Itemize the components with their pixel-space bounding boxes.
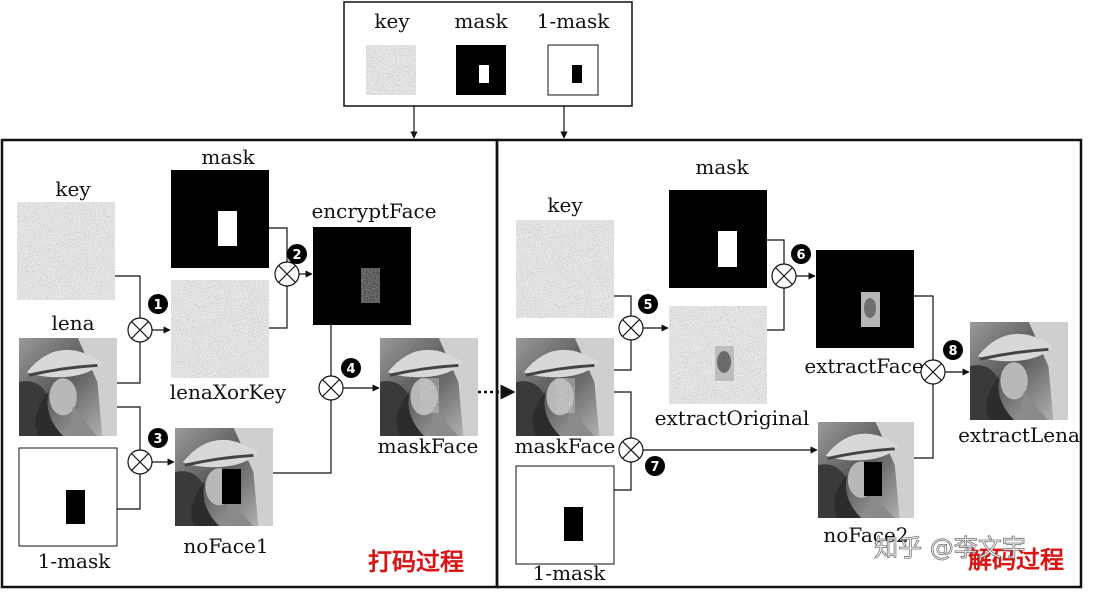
- encode-mask-label: mask: [201, 145, 255, 169]
- step-4-badge: 4: [341, 358, 361, 378]
- encode-key-image: [17, 202, 115, 300]
- legend-mask-label: mask: [454, 9, 508, 33]
- legend-inv-mask-label: 1-mask: [537, 9, 611, 33]
- step-7-badge: 7: [645, 456, 665, 476]
- decode-mask-face-label: maskFace: [515, 434, 616, 458]
- svg-text:4: 4: [346, 362, 355, 377]
- svg-text:8: 8: [948, 344, 957, 359]
- step-6-badge: 6: [791, 244, 811, 264]
- legend-key-label: key: [374, 9, 410, 33]
- step-5-badge: 5: [638, 294, 658, 314]
- step-3-badge: 3: [148, 428, 168, 448]
- decode-key-label: key: [547, 193, 583, 217]
- step-2-badge: 2: [287, 244, 307, 264]
- svg-text:2: 2: [292, 248, 301, 263]
- decode-extract-lena-label: extractLena: [958, 423, 1080, 447]
- legend-box: key mask 1-mask: [343, 1, 633, 107]
- decode-extract-original-label: extractOriginal: [655, 406, 810, 430]
- encode-noface1-label: noFace1: [183, 534, 268, 558]
- decode-extract-lena-image: [970, 322, 1068, 420]
- encode-title: 打码过程: [368, 548, 464, 576]
- encode-lena-label: lena: [51, 311, 94, 335]
- decode-inv-mask-label: 1-mask: [533, 561, 607, 585]
- decode-noface2-label: noFace2: [823, 523, 908, 547]
- decode-mask-label: mask: [695, 155, 749, 179]
- encode-key-label: key: [55, 177, 91, 201]
- decode-title: 解码过程: [968, 546, 1064, 574]
- svg-text:1: 1: [153, 298, 162, 313]
- encode-panel: key lena 1-mask mask lenaXorKey encryptF…: [0, 138, 499, 589]
- encode-lena-xor-key-image: [171, 280, 269, 378]
- step-8-badge: 8: [943, 340, 963, 360]
- watermark: 知乎 @李文宇: [874, 534, 1026, 562]
- decode-extract-face-label: extractFace: [804, 354, 923, 378]
- svg-text:6: 6: [796, 248, 805, 263]
- encode-lena-xor-key-label: lenaXorKey: [170, 380, 287, 404]
- encode-inv-mask-label: 1-mask: [38, 549, 112, 573]
- step-1-badge: 1: [148, 294, 168, 314]
- encode-encrypt-face-label: encryptFace: [311, 199, 436, 223]
- svg-text:7: 7: [650, 460, 659, 475]
- decode-xor-ops: [618, 263, 946, 463]
- encode-xor-ops: [127, 261, 344, 475]
- svg-text:3: 3: [153, 432, 162, 447]
- encode-lena-image: [19, 338, 117, 436]
- legend-key-image: [366, 45, 416, 95]
- svg-text:5: 5: [643, 298, 652, 313]
- encode-mask-face-label: maskFace: [378, 434, 479, 458]
- decode-panel: key maskFace 1-mask mask extractOriginal…: [495, 138, 1083, 589]
- decode-key-image: [516, 220, 614, 318]
